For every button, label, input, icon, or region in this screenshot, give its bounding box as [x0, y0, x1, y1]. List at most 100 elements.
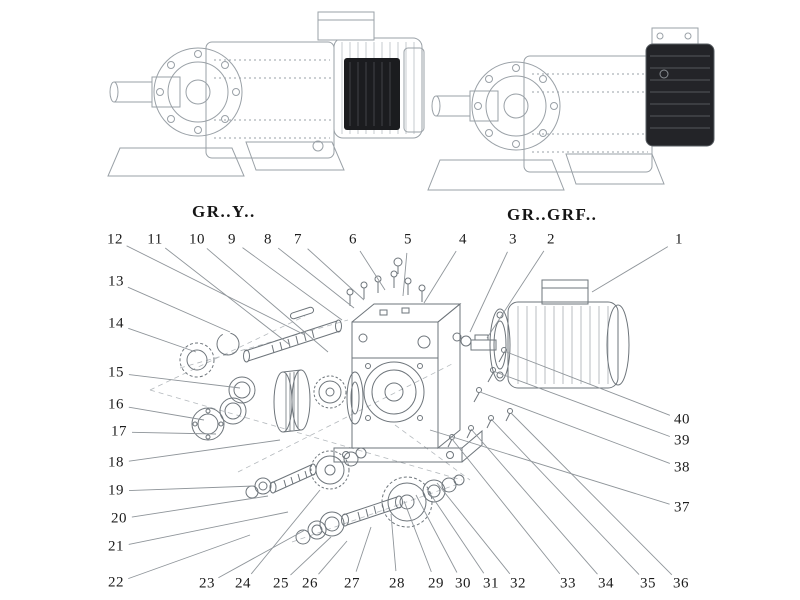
leader-line-29	[403, 500, 432, 573]
intermediate-gear	[310, 450, 350, 490]
shaft-key	[289, 306, 315, 320]
overview-drawing-gr-grf	[427, 27, 715, 191]
callout-15: 15	[108, 364, 124, 381]
callout-24: 24	[235, 575, 251, 592]
input-shaft	[244, 320, 341, 362]
gear-and-cover	[313, 371, 364, 425]
leader-line-17	[131, 431, 217, 435]
shaft-key	[474, 334, 489, 341]
spacer-ring	[441, 477, 457, 493]
callout-7: 7	[294, 231, 302, 248]
leader-line-25	[290, 536, 332, 576]
callout-20: 20	[111, 510, 127, 527]
terminal-box	[317, 11, 375, 41]
pinion-shaft	[270, 464, 316, 493]
housing-bore	[363, 361, 425, 423]
callout-37: 37	[674, 499, 690, 516]
callout-34: 34	[598, 575, 614, 592]
motor-assembly	[452, 279, 630, 389]
leader-line-9	[242, 247, 343, 321]
leader-line-15	[128, 374, 241, 389]
callout-31: 31	[483, 575, 499, 592]
spacer-ring	[343, 451, 359, 467]
leader-line-2	[486, 250, 545, 339]
washer	[254, 477, 272, 495]
leader-line-36	[510, 412, 673, 576]
oil-plug	[417, 335, 431, 349]
callout-17: 17	[111, 423, 127, 440]
overview-drawing-gr-y	[107, 11, 425, 177]
base-bolts	[447, 408, 513, 448]
leader-line-20	[131, 495, 269, 518]
leader-line-21	[128, 511, 289, 545]
leader-line-24	[250, 489, 321, 575]
leader-line-31	[426, 488, 485, 574]
leader-line-3	[469, 251, 508, 333]
motor-body	[333, 37, 423, 139]
callout-8: 8	[264, 231, 272, 248]
callout-2: 2	[547, 231, 555, 248]
construction-lines	[149, 315, 471, 543]
bolt-circle	[474, 64, 558, 148]
leader-line-1	[591, 246, 669, 293]
input-shaft-assembly	[179, 306, 342, 378]
leader-line-37	[429, 429, 670, 505]
oil-seal	[179, 342, 215, 378]
leader-line-12	[126, 245, 306, 336]
output-shaft-assembly	[295, 474, 465, 545]
leader-line-34	[470, 428, 598, 575]
leader-line-4	[423, 250, 457, 304]
bearing-race	[219, 397, 247, 425]
mounting-foot	[565, 153, 665, 185]
leader-line-27	[355, 526, 372, 572]
callout-3: 3	[509, 231, 517, 248]
callout-32: 32	[510, 575, 526, 592]
callout-38: 38	[674, 459, 690, 476]
seal-ring	[307, 520, 327, 540]
helical-gear-large	[273, 369, 311, 433]
callout-4: 4	[459, 231, 467, 248]
front-bearing-face	[153, 47, 243, 137]
front-bearing-face	[471, 61, 561, 151]
spacer-ring	[355, 447, 367, 459]
bolt-circle	[156, 50, 240, 134]
leader-line-6	[359, 250, 386, 291]
exploded-view	[149, 257, 630, 545]
callout-23: 23	[199, 575, 215, 592]
callout-16: 16	[108, 396, 124, 413]
callout-27: 27	[344, 575, 360, 592]
leader-line-5	[402, 252, 408, 297]
leader-line-38	[479, 391, 670, 464]
bearing-cover	[346, 371, 364, 425]
leader-line-28	[390, 513, 397, 572]
leader-line-33	[451, 438, 561, 575]
leader-line-26	[318, 540, 348, 575]
callout-9: 9	[228, 231, 236, 248]
leader-line-13	[127, 286, 231, 333]
leader-line-16	[128, 406, 205, 421]
callout-11: 11	[147, 231, 163, 248]
leader-line-22	[128, 534, 251, 580]
callout-10: 10	[189, 231, 205, 248]
shim-ring	[228, 376, 256, 404]
ball-bearing	[319, 511, 345, 537]
callout-5: 5	[404, 231, 412, 248]
variant-label-gr-y: GR..Y..	[192, 202, 256, 221]
mounting-foot	[107, 147, 245, 177]
callout-25: 25	[273, 575, 289, 592]
motor-flange	[489, 308, 511, 382]
callout-26: 26	[302, 575, 318, 592]
circlip	[216, 332, 240, 356]
compact-drive-dark	[645, 43, 715, 147]
leader-line-40	[503, 350, 671, 416]
callout-19: 19	[108, 482, 124, 499]
callout-1: 1	[675, 231, 683, 248]
callout-40: 40	[674, 411, 690, 428]
leader-line-19	[128, 485, 255, 491]
leader-line-7	[307, 248, 365, 301]
intermediate-shaft-assembly	[245, 447, 367, 499]
